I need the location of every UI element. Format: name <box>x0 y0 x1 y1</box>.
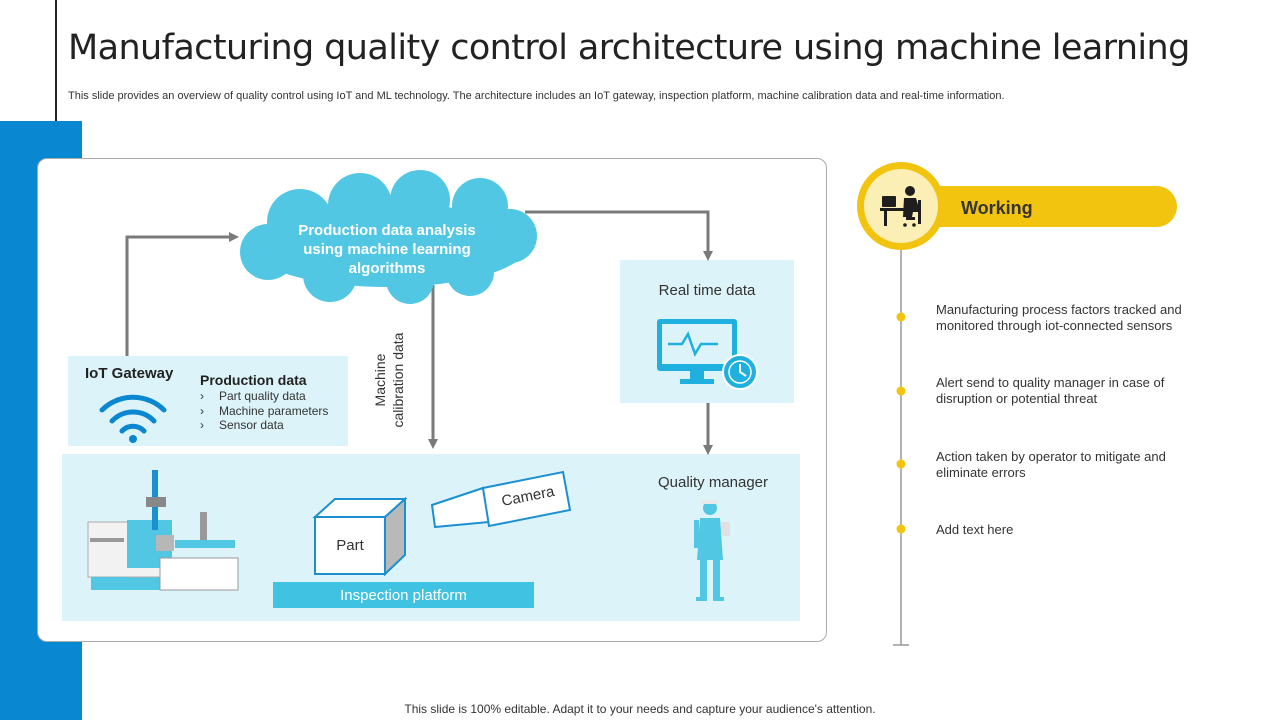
cloud-line-2: using machine learning <box>303 241 471 258</box>
camera-shape <box>430 470 572 529</box>
timeline-dot-2 <box>896 386 906 396</box>
production-data-title: Production data <box>200 372 307 388</box>
person-illustration <box>694 500 730 601</box>
arrow-gateway-to-cloud <box>125 232 239 356</box>
monitor-heartbeat-icon <box>657 319 737 384</box>
list-item: ›Sensor data <box>200 418 284 432</box>
arrow-cloud-to-realtime <box>525 210 713 261</box>
working-title: Working <box>961 198 1033 218</box>
cloud-line-1: Production data analysis <box>298 222 476 239</box>
inspection-platform-label: Inspection platform <box>340 587 467 604</box>
working-item-1: Manufacturing process factors tracked an… <box>936 302 1182 333</box>
calibration-label: Machine calibration data <box>371 325 407 435</box>
working-icon-disc <box>864 169 938 243</box>
working-item-3: Action taken by operator to mitigate and… <box>936 449 1166 480</box>
footer-note: This slide is 100% editable. Adapt it to… <box>404 702 876 716</box>
realtime-title: Real time data <box>658 282 756 299</box>
clock-icon <box>722 354 758 390</box>
iot-gateway-title: IoT Gateway <box>85 365 174 382</box>
cloud-line-3: algorithms <box>348 260 426 277</box>
timeline-dot-3 <box>896 459 906 469</box>
wifi-icon <box>99 394 167 443</box>
working-item-2: Alert send to quality manager in case of… <box>936 375 1165 406</box>
part-cube <box>312 496 408 577</box>
quality-manager-label: Quality manager <box>657 474 769 491</box>
title-divider-line <box>55 0 57 121</box>
inspection-platform-bar <box>273 582 534 608</box>
machine-illustration <box>87 470 239 591</box>
calibration-line-1: Machine <box>372 353 388 407</box>
production-data-list: ›Part quality data ›Machine parameters ›… <box>200 389 328 433</box>
working-item-4: Add text here <box>936 522 1014 537</box>
part-label: Part <box>336 537 364 554</box>
page-title: Manufacturing quality control architectu… <box>68 28 1190 68</box>
analysis-cloud <box>240 170 537 304</box>
list-item: ›Machine parameters <box>200 403 329 418</box>
cloud-label: Production data analysis using machine l… <box>276 221 498 278</box>
calibration-line-2: calibration data <box>390 332 406 428</box>
timeline-dot-4 <box>896 524 906 534</box>
timeline-dot-1 <box>896 312 906 322</box>
list-item: ›Part quality data <box>200 389 306 403</box>
page-subtitle: This slide provides an overview of quali… <box>68 90 1005 102</box>
working-title-bar <box>900 186 1177 227</box>
worker-desk-icon <box>880 186 921 227</box>
